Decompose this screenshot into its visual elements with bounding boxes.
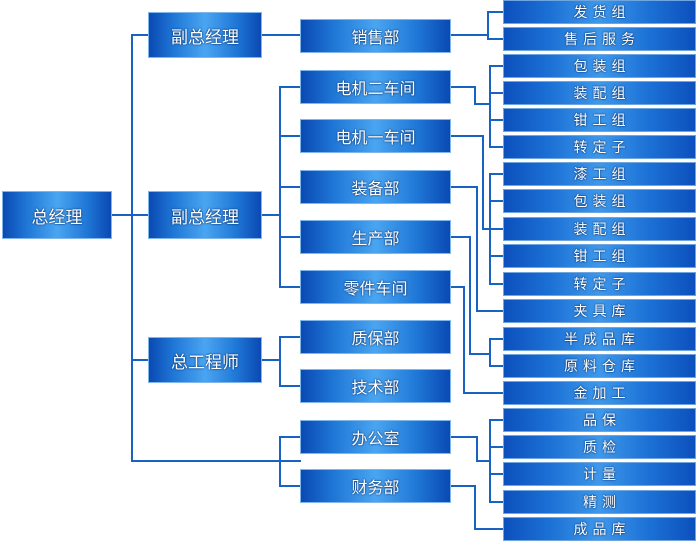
node-deputy-general-manager-2[interactable]: 副总经理 xyxy=(148,191,262,239)
node-fixture-store[interactable]: 夹具库 xyxy=(503,299,696,323)
node-rotor-stator-1[interactable]: 转定子 xyxy=(503,135,696,159)
node-parts-workshop[interactable]: 零件车间 xyxy=(300,270,451,304)
node-deputy-general-manager-1[interactable]: 副总经理 xyxy=(148,12,262,58)
node-painting-group[interactable]: 漆工组 xyxy=(503,162,696,186)
node-metrology[interactable]: 计量 xyxy=(503,462,696,486)
node-production-dept[interactable]: 生产部 xyxy=(300,220,451,254)
node-technology-dept[interactable]: 技术部 xyxy=(300,369,451,403)
node-assembly-group-1[interactable]: 装配组 xyxy=(503,81,696,105)
node-semi-finished-store[interactable]: 半成品库 xyxy=(503,327,696,351)
node-quality-assurance-dept[interactable]: 质保部 xyxy=(300,320,451,354)
node-equipment-dept[interactable]: 装备部 xyxy=(300,170,451,204)
node-inspection[interactable]: 质检 xyxy=(503,435,696,459)
node-fitter-group-2[interactable]: 钳工组 xyxy=(503,244,696,268)
node-motor-workshop-1[interactable]: 电机一车间 xyxy=(300,119,451,153)
node-finance-dept[interactable]: 财务部 xyxy=(300,469,451,503)
node-chief-engineer[interactable]: 总工程师 xyxy=(148,337,262,383)
node-office[interactable]: 办公室 xyxy=(300,420,451,454)
node-motor-workshop-2[interactable]: 电机二车间 xyxy=(300,70,451,104)
node-fitter-group-1[interactable]: 钳工组 xyxy=(503,108,696,132)
node-sales-dept[interactable]: 销售部 xyxy=(300,19,451,53)
node-metal-processing[interactable]: 金加工 xyxy=(503,381,696,405)
node-packaging-group-1[interactable]: 包装组 xyxy=(503,54,696,78)
node-rotor-stator-2[interactable]: 转定子 xyxy=(503,272,696,296)
node-general-manager[interactable]: 总经理 xyxy=(2,191,112,239)
node-quality-control[interactable]: 品保 xyxy=(503,408,696,432)
node-shipping-group[interactable]: 发货组 xyxy=(503,0,696,24)
node-packaging-group-2[interactable]: 包装组 xyxy=(503,189,696,213)
node-precision-measurement[interactable]: 精测 xyxy=(503,490,696,514)
node-after-sales-service[interactable]: 售后服务 xyxy=(503,27,696,51)
node-finished-goods-store[interactable]: 成品库 xyxy=(503,517,696,541)
node-raw-material-warehouse[interactable]: 原料仓库 xyxy=(503,354,696,378)
node-assembly-group-2[interactable]: 装配组 xyxy=(503,217,696,241)
